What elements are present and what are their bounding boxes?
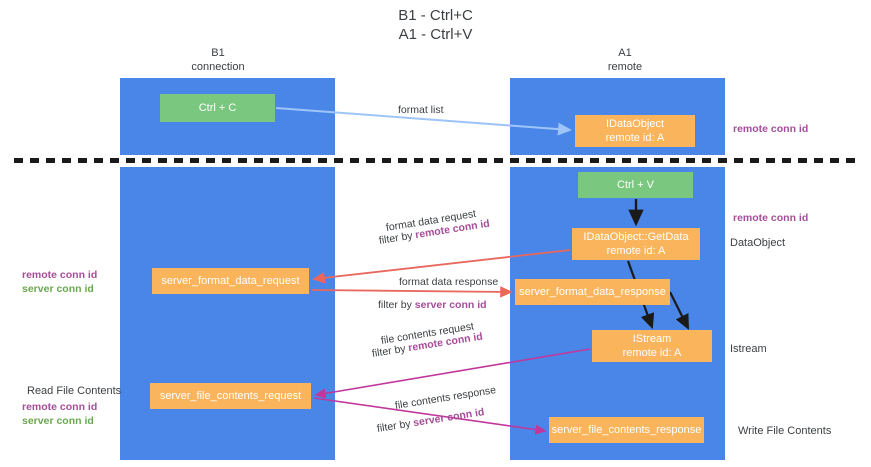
node-server-format-data-response[interactable]: server_format_data_response — [515, 279, 670, 305]
filter-key-server-conn-id: server conn id — [414, 299, 487, 311]
node-getdata-label: IDataObject::GetData — [583, 231, 689, 243]
edge-label-format-list: format list — [398, 104, 444, 116]
caption-istream: Istream — [730, 343, 767, 355]
node-ctrl-c[interactable]: Ctrl + C — [160, 94, 275, 122]
node-idataobject-label: IDataObject — [605, 118, 665, 130]
annotation-conn-ids-mid-left: remote conn id server conn id — [22, 268, 97, 296]
column-header-b1-role: connection — [191, 61, 245, 73]
edge-label-format-data-response: format data response — [399, 276, 499, 288]
annotation-conn-ids-bottom-left: remote conn id server conn id — [22, 400, 97, 428]
filter-key-server-conn-id: server conn id — [412, 406, 486, 430]
caption-dataobject: DataObject — [730, 237, 786, 249]
node-idataobject[interactable]: IDataObject remote id: A — [575, 115, 695, 147]
annotation-remote-conn-id: remote conn id — [22, 401, 98, 413]
filter-prefix: filter by — [371, 342, 410, 360]
node-server-format-data-request-label: server_format_data_request — [161, 275, 300, 287]
node-server-format-data-response-label: server_format_data_response — [519, 286, 666, 298]
edge-label-format-data-response-filter: filter by server conn id — [378, 298, 487, 312]
annotation-server-conn-id: server conn id — [22, 283, 94, 295]
node-server-file-contents-request-label: server_file_contents_request — [159, 390, 302, 402]
caption-read-file-contents: Read File Contents — [27, 385, 122, 397]
node-ctrl-v-label: Ctrl + V — [617, 179, 654, 191]
node-ctrl-v[interactable]: Ctrl + V — [578, 172, 693, 198]
node-server-file-contents-request[interactable]: server_file_contents_request — [150, 383, 311, 409]
node-istream-label: IStream — [632, 333, 672, 345]
column-header-a1: A1 remote — [545, 46, 705, 74]
page-title: B1 - Ctrl+C A1 - Ctrl+V — [0, 6, 871, 44]
caption-write-file-contents: Write File Contents — [738, 425, 832, 437]
column-header-a1-role: remote — [607, 61, 643, 73]
annotation-remote-conn-id-top-right: remote conn id — [733, 122, 808, 136]
title-line-1: B1 - Ctrl+C — [398, 7, 473, 24]
column-header-b1-name: B1 — [211, 47, 225, 59]
annotation-remote-conn-id: remote conn id — [733, 212, 809, 224]
section-divider — [14, 158, 862, 163]
lane-a1-bottom — [510, 167, 725, 460]
node-getdata-sub: remote id: A — [606, 245, 666, 257]
node-idataobject-sub: remote id: A — [605, 132, 665, 144]
annotation-remote-conn-id-mid-right: remote conn id — [733, 211, 808, 225]
edge-label-file-contents-response-filter: filter by server conn id — [376, 405, 485, 436]
annotation-remote-conn-id: remote conn id — [733, 123, 809, 135]
filter-prefix: filter by — [378, 229, 417, 247]
node-istream-sub: remote id: A — [622, 347, 682, 359]
node-server-format-data-request[interactable]: server_format_data_request — [152, 268, 309, 294]
edge-format-data-response — [311, 286, 513, 298]
title-line-2: A1 - Ctrl+V — [398, 26, 473, 43]
column-header-a1-name: A1 — [618, 47, 632, 59]
annotation-server-conn-id: server conn id — [22, 415, 94, 427]
node-getdata[interactable]: IDataObject::GetData remote id: A — [572, 228, 700, 260]
filter-prefix: filter by — [376, 417, 415, 435]
annotation-remote-conn-id: remote conn id — [22, 269, 98, 281]
node-server-file-contents-response-label: server_file_contents_response — [551, 424, 702, 436]
filter-prefix: filter by — [378, 299, 415, 311]
node-istream[interactable]: IStream remote id: A — [592, 330, 712, 362]
node-ctrl-c-label: Ctrl + C — [198, 102, 237, 114]
node-server-file-contents-response[interactable]: server_file_contents_response — [549, 417, 704, 443]
lane-b1-bottom — [120, 167, 335, 460]
column-header-b1: B1 connection — [148, 46, 288, 74]
